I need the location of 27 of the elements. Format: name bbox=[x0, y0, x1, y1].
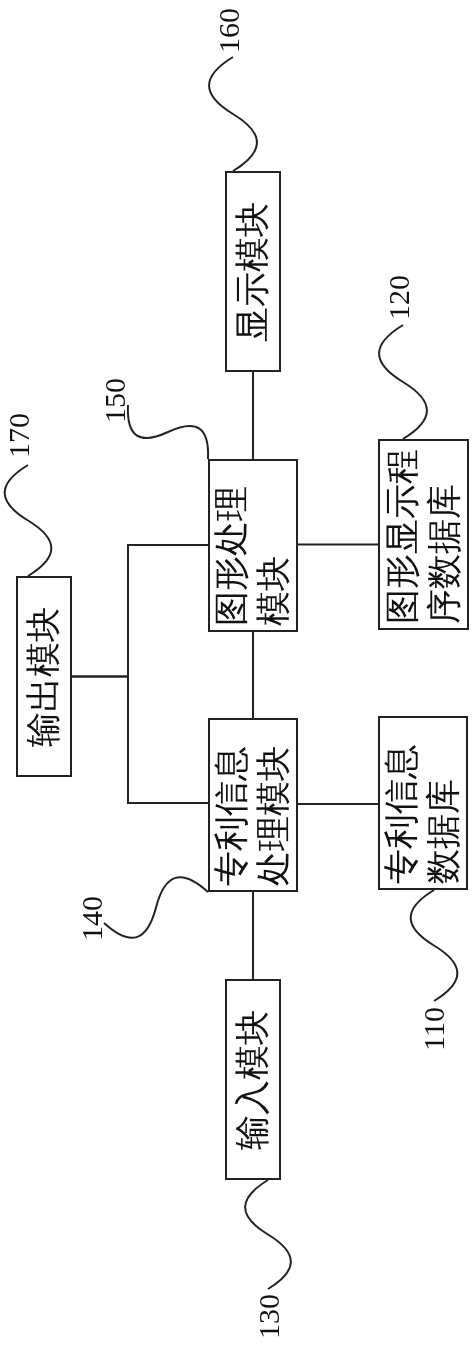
reference-number: 160 bbox=[214, 8, 244, 53]
leader-line bbox=[126, 404, 210, 460]
connector-line bbox=[297, 803, 379, 805]
connector-line bbox=[252, 631, 254, 719]
reference-number: 140 bbox=[77, 896, 107, 941]
module-box: 专利信息数据库 bbox=[378, 716, 468, 890]
connector-line bbox=[252, 371, 254, 460]
reference-number: 150 bbox=[100, 378, 130, 423]
reference-number: 170 bbox=[4, 413, 34, 458]
module-box: 图形显示程序数据库 bbox=[378, 439, 469, 630]
leader-line bbox=[208, 56, 258, 172]
reference-number: 130 bbox=[254, 1294, 284, 1339]
leader-line bbox=[244, 1179, 292, 1290]
connector-line bbox=[252, 891, 254, 980]
leader-line bbox=[103, 876, 209, 939]
leader-line bbox=[3, 464, 53, 577]
leader-line bbox=[378, 324, 428, 440]
connector-line bbox=[71, 675, 209, 804]
module-box: 专利信息处理模块 bbox=[208, 718, 298, 892]
module-box: 图形处理模块 bbox=[208, 459, 298, 632]
module-box: 显示模块 bbox=[225, 171, 281, 372]
reference-number: 120 bbox=[384, 275, 414, 320]
module-box: 输入模块 bbox=[225, 979, 281, 1180]
leader-line bbox=[409, 889, 459, 1002]
module-box: 输出模块 bbox=[16, 576, 72, 777]
connector-line bbox=[297, 543, 379, 546]
reference-number: 110 bbox=[419, 1007, 449, 1051]
